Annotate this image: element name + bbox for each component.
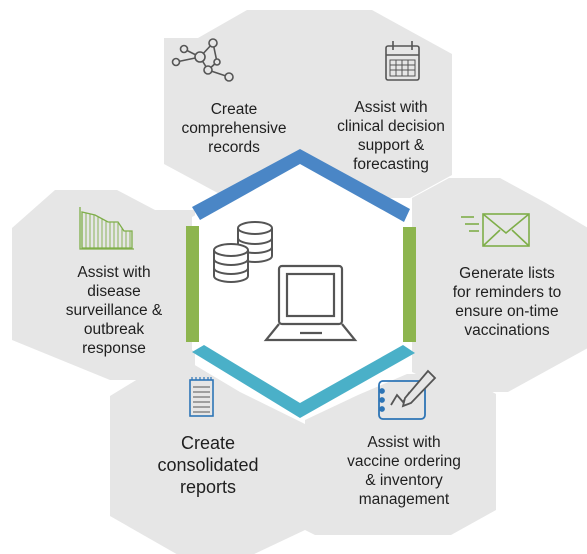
- hex-reminders: [412, 178, 587, 392]
- edge-band-top-left: [192, 149, 300, 220]
- network-icon: [171, 38, 234, 82]
- center-hexagon: [192, 157, 408, 410]
- laptop-icon: [263, 264, 358, 342]
- hex-disease-surveillance: [12, 190, 195, 380]
- label-consolidated-reports: Create consolidated reports: [157, 433, 259, 497]
- hex-clinical-decision: [304, 10, 452, 198]
- hex-consolidated-reports: [110, 358, 305, 554]
- edge-band-right: [403, 227, 416, 342]
- edge-band-bottom-left: [192, 345, 300, 418]
- edge-band-bottom-right: [300, 345, 415, 418]
- label-reminders: Generate lists for reminders to ensure o…: [452, 265, 562, 339]
- tablet-pen-icon: [378, 369, 437, 420]
- calendar-icon: [385, 41, 420, 81]
- database-icon: [213, 221, 273, 283]
- label-clinical-decision: Assist with clinical decision support & …: [337, 99, 445, 173]
- edge-band-top-right: [300, 149, 410, 222]
- hex-vaccine-ordering: [305, 374, 496, 535]
- label-create-records: Create comprehensive records: [181, 101, 287, 156]
- label-disease-surveillance: Assist with disease surveillance & outbr…: [65, 264, 163, 357]
- notepad-icon: [189, 377, 214, 417]
- label-vaccine-ordering: Assist with vaccine ordering & inventory…: [347, 434, 461, 508]
- area-chart-icon: [79, 207, 134, 250]
- envelope-icon: [461, 213, 530, 247]
- edge-band-left: [186, 226, 199, 342]
